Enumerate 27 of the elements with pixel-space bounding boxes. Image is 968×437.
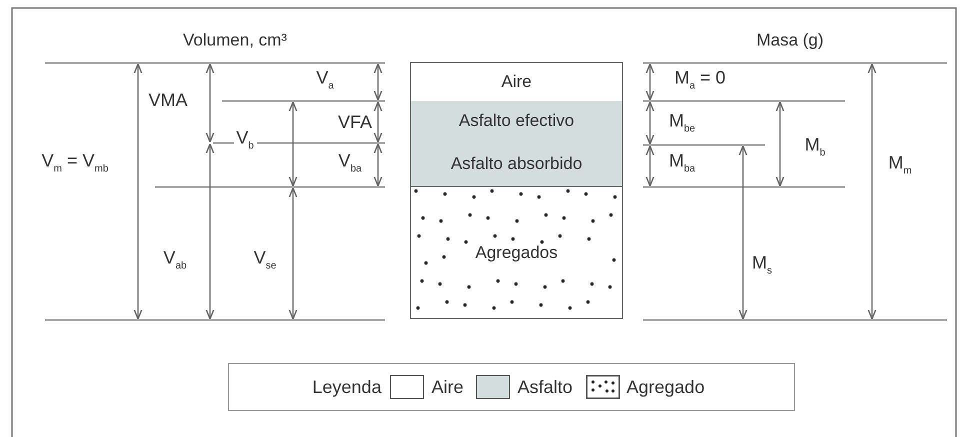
layer-label: Asfalto efectivo xyxy=(458,111,574,131)
quantity-symbol: V$_{a}$ xyxy=(316,68,334,92)
mix-layer xyxy=(410,62,623,102)
layer-label: Asfalto absorbido xyxy=(450,154,582,174)
quantity-symbol: M$_{b}$ xyxy=(804,136,826,158)
quantity-symbol: M$_{a}$ = 0 xyxy=(674,68,726,92)
quantity-symbol: V$_{m}$ = V$_{mb}$ xyxy=(42,152,108,174)
quantity-symbol: M$_{m}$ xyxy=(888,154,912,176)
layer-label: Aire xyxy=(501,72,532,92)
quantity-symbol: V$_{b}$ xyxy=(236,128,254,152)
mix-layer xyxy=(410,101,623,142)
quantity-symbol: M$_{s}$ xyxy=(752,254,772,276)
legend-label: Aire xyxy=(431,376,464,398)
quantity-symbol: VMA xyxy=(148,91,188,109)
mix-layer xyxy=(410,141,623,187)
layer-label: Agregados xyxy=(475,242,558,262)
quantity-symbol: V$_{ba}$ xyxy=(338,152,362,174)
quantity-symbol: M$_{ba}$ xyxy=(668,152,696,174)
quantity-symbol: VFA xyxy=(338,113,372,131)
legend-label: Agregado xyxy=(626,376,705,398)
axis-heading: Volumen, cm³ xyxy=(183,32,287,48)
quantity-symbol: V$_{se}$ xyxy=(254,248,276,272)
legend-label: Asfalto xyxy=(517,376,573,398)
quantity-symbol: M$_{be}$ xyxy=(668,112,696,134)
legend-title: Leyenda xyxy=(312,376,382,398)
axis-heading: Masa (g) xyxy=(756,32,824,48)
quantity-symbol: V$_{ab}$ xyxy=(163,248,187,272)
